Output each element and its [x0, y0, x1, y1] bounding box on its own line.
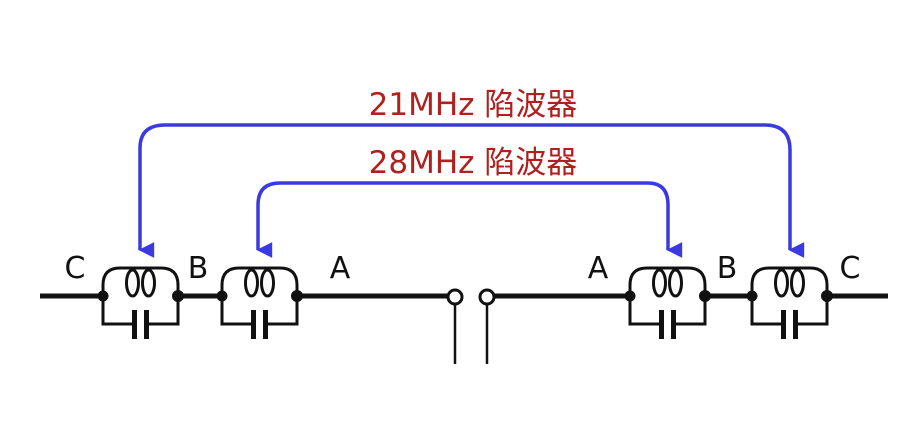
feed-terminal-left — [446, 288, 464, 306]
segment-label-b-right: B — [717, 251, 738, 286]
segment-label-c-right: C — [840, 251, 861, 286]
segment-label-b-left: B — [188, 251, 209, 286]
coil-loop — [260, 268, 275, 298]
trap-title-28mhz: 28MHz 陷波器 — [369, 145, 578, 181]
junction-dot — [291, 290, 303, 302]
junction-dot — [821, 290, 833, 302]
segment-label-c-left: C — [65, 251, 86, 286]
trap-b-a-left — [216, 266, 303, 339]
junction-dot — [216, 290, 228, 302]
capacitor-branch — [628, 296, 707, 326]
feed-terminal-right — [478, 288, 496, 306]
capacitor-branch — [220, 296, 299, 326]
junction-dot — [746, 290, 758, 302]
trap-a-b-right — [624, 266, 711, 339]
feed-point — [446, 288, 496, 364]
coil-loop — [125, 268, 140, 298]
segment-label-a-left: A — [330, 251, 351, 286]
inductor-icon — [101, 266, 180, 296]
trap-title-21mhz: 21MHz 陷波器 — [369, 87, 578, 123]
segment-label-a-right: A — [588, 251, 609, 286]
inductor-icon — [628, 266, 707, 296]
capacitor-branch — [750, 296, 829, 326]
coil-loop — [668, 268, 683, 298]
junction-dot — [97, 290, 109, 302]
junction-dot — [172, 290, 184, 302]
coil-loop — [244, 268, 259, 298]
inductor-icon — [750, 266, 829, 296]
coil-loop — [141, 268, 156, 298]
junction-dot — [624, 290, 636, 302]
coil-loop — [774, 268, 789, 298]
trap-b-c-right — [746, 266, 833, 339]
trap-c-b-left — [97, 266, 184, 339]
capacitor-branch — [101, 296, 180, 326]
inductor-icon — [220, 266, 299, 296]
junction-dot — [699, 290, 711, 302]
coil-loop — [652, 268, 667, 298]
arrow-21mhz — [138, 123, 805, 258]
coil-loop — [790, 268, 805, 298]
arrow-28mhz — [256, 181, 683, 258]
